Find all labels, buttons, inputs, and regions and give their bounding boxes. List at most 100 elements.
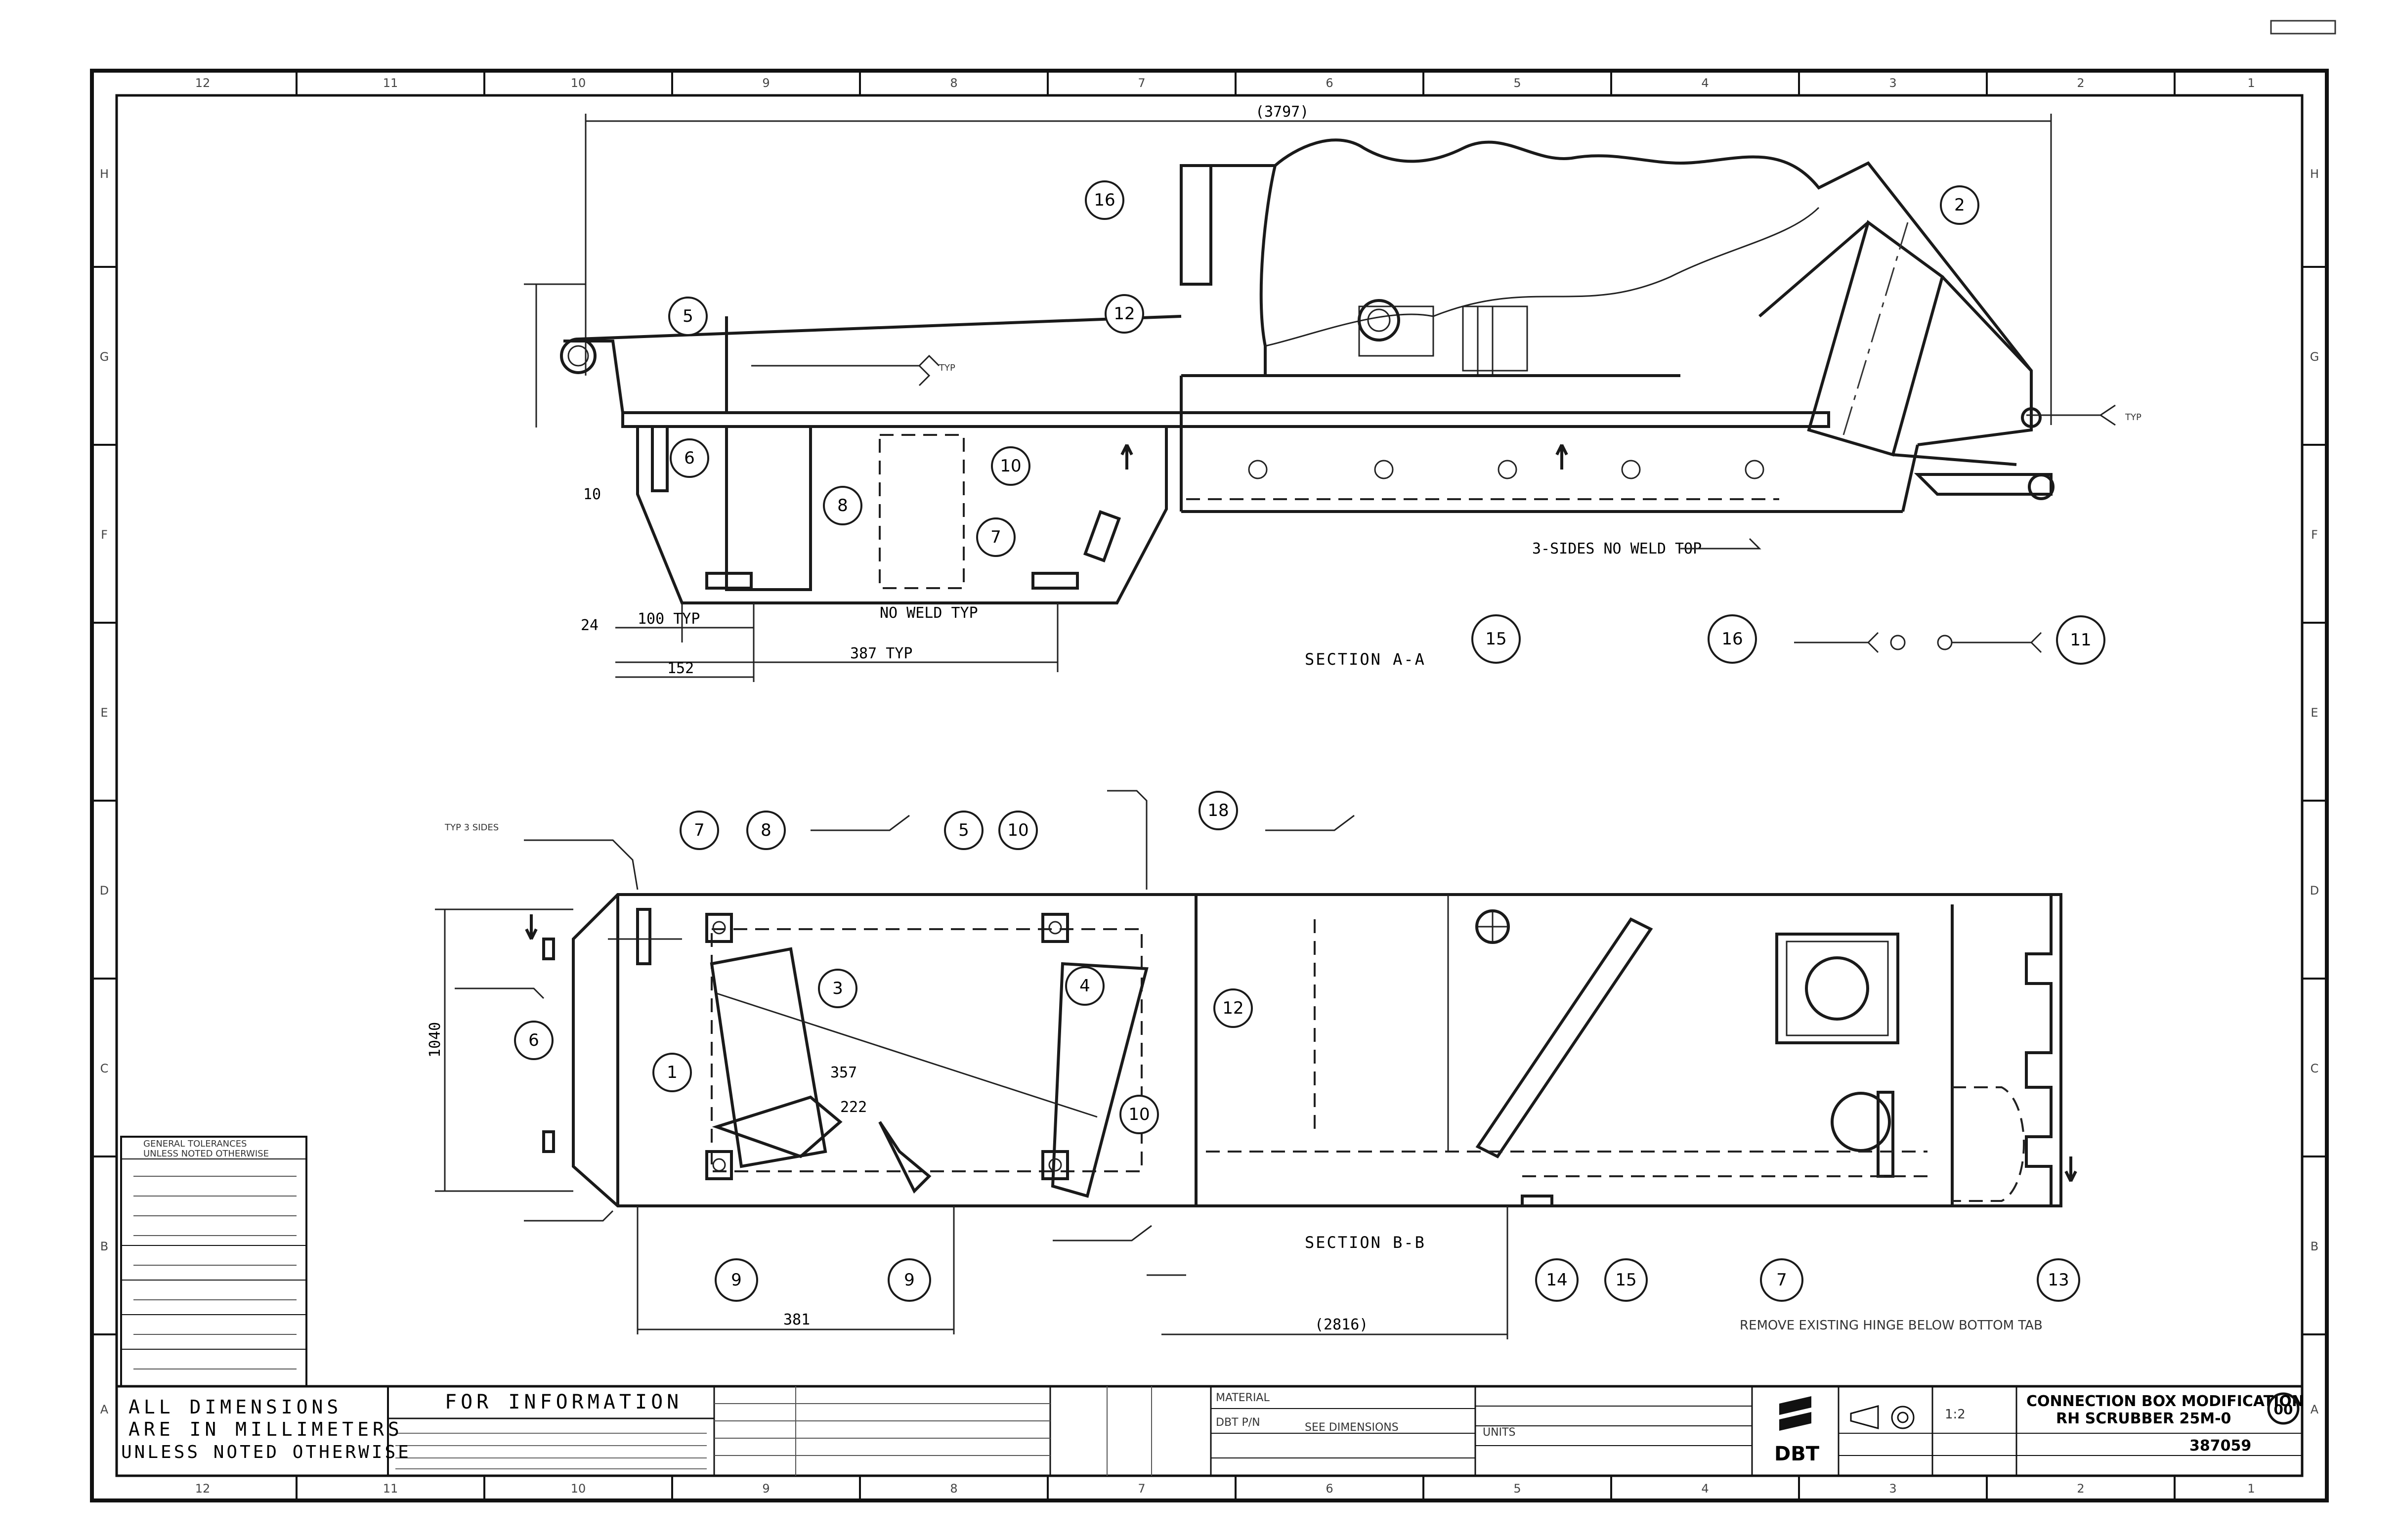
- zone-label: 6: [1326, 1482, 1333, 1496]
- zone-label: G: [2310, 350, 2319, 364]
- tolerance-table: GENERAL TOLERANCES UNLESS NOTED OTHERWIS…: [120, 1136, 307, 1387]
- balloon-label: 7: [694, 820, 705, 840]
- dim-100: 100 TYP: [638, 610, 700, 628]
- zone-label: 9: [762, 1482, 770, 1496]
- dim-222: 222: [840, 1099, 867, 1116]
- all-dims-line2: ARE IN MILLIMETERS: [128, 1418, 403, 1440]
- dim-381: 381: [783, 1311, 810, 1328]
- dim-10: 10: [583, 486, 601, 503]
- zone-label: 11: [383, 76, 398, 90]
- zone-label: B: [100, 1240, 108, 1253]
- zone-label: 3: [1889, 76, 1896, 90]
- corner-tag: [2270, 20, 2336, 35]
- zone-label: H: [2310, 167, 2319, 181]
- inner-border: [115, 94, 2304, 1477]
- balloon-label: 18: [1207, 801, 1229, 820]
- dims-label: SEE DIMENSIONS: [1305, 1421, 1399, 1434]
- revision: 00: [2274, 1402, 2293, 1418]
- balloon-label: 1: [667, 1063, 678, 1082]
- zone-label: E: [2311, 706, 2318, 720]
- zone-labels-bottom: 12 11 10 9 8 7 6 5 4 3 2 1: [195, 1482, 2255, 1496]
- balloon-label: 16: [1094, 190, 1115, 210]
- tolerance-subtitle: UNLESS NOTED OTHERWISE: [143, 1149, 269, 1159]
- balloon-group-bottom: 7 8 5 10 18 6 3 4 12 1 10 9 9 14 15 7 13: [514, 791, 2080, 1302]
- dbt-pn-label: DBT P/N: [1216, 1416, 1260, 1429]
- balloon-label: 2: [1954, 195, 1965, 215]
- zone-label: 6: [1326, 76, 1333, 90]
- zone-label: 5: [1513, 76, 1521, 90]
- dim-357: 357: [830, 1064, 857, 1081]
- zone-label: 8: [950, 76, 957, 90]
- zone-label: 4: [1701, 76, 1709, 90]
- drawing-title-line2: RH SCRUBBER 25M-0: [2056, 1410, 2231, 1427]
- section-bb-title: SECTION B-B: [1305, 1233, 1426, 1252]
- dim-387: 387 TYP: [850, 645, 912, 662]
- typ-note: TYP: [939, 363, 955, 373]
- zone-label: 1: [2247, 76, 2255, 90]
- zone-label: 4: [1701, 1482, 1709, 1496]
- dim-1040: 1040: [427, 1022, 444, 1058]
- zone-ticks: [92, 71, 2327, 1500]
- balloon-label: 7: [1776, 1270, 1787, 1290]
- zone-label: C: [100, 1062, 109, 1075]
- zone-label: 11: [383, 1482, 398, 1496]
- company-name: DBT: [1774, 1443, 1820, 1465]
- zone-label: D: [100, 884, 109, 898]
- zone-label: 2: [2077, 1482, 2084, 1496]
- title-block: ALL DIMENSIONS ARE IN MILLIMETERS UNLESS…: [115, 1385, 2304, 1477]
- typ-note: TYP: [2125, 412, 2141, 423]
- balloon-label: 5: [958, 820, 969, 840]
- zone-label: 2: [2077, 76, 2084, 90]
- zone-label: A: [2311, 1403, 2319, 1416]
- balloon-label: 11: [2070, 630, 2091, 650]
- zone-label: 12: [195, 76, 211, 90]
- balloon-label: 10: [1128, 1105, 1150, 1124]
- balloon-label: 12: [1222, 998, 1243, 1018]
- zone-label: 10: [571, 1482, 586, 1496]
- all-dims-line1: ALL DIMENSIONS: [128, 1396, 342, 1418]
- balloon-label: 8: [761, 820, 771, 840]
- balloon-label: 12: [1113, 304, 1135, 324]
- balloon-label: 7: [990, 527, 1001, 547]
- balloon-label: 5: [683, 306, 693, 326]
- dim-152: 152: [667, 660, 694, 677]
- balloon-label: 13: [2048, 1270, 2069, 1290]
- zone-label: 12: [195, 1482, 211, 1496]
- note-three-sides: TYP 3 SIDES: [444, 822, 499, 833]
- for-information: FOR INFORMATION: [445, 1391, 683, 1413]
- balloon-label: 15: [1485, 629, 1506, 649]
- zone-label: 7: [1138, 76, 1145, 90]
- outer-border: [90, 69, 2329, 1502]
- drawing-number: 387059: [2189, 1437, 2251, 1454]
- zone-label: 5: [1513, 1482, 1521, 1496]
- zone-labels-side: H G F E D C B A H G F E D C B A: [100, 167, 2319, 1416]
- balloon-group-top: 16 5 12 2 6 8 10 7 15 16 11: [668, 180, 2105, 665]
- balloon-label: 9: [731, 1270, 742, 1290]
- balloon-label: 15: [1615, 1270, 1636, 1290]
- tolerance-title: GENERAL TOLERANCES: [143, 1139, 247, 1149]
- balloon-label: 14: [1546, 1270, 1567, 1290]
- section-bb-view: 1040 381 (2816) 357 222 TYP 3 SIDES 7 8 …: [427, 790, 2080, 1339]
- note-no-weld: NO WELD TYP: [880, 604, 978, 622]
- zone-label: G: [100, 350, 109, 364]
- material-label: MATERIAL: [1216, 1392, 1270, 1404]
- dim-2816: (2816): [1315, 1316, 1368, 1333]
- zone-label: A: [100, 1403, 109, 1416]
- balloon-label: 6: [684, 448, 695, 468]
- scale-value: 1:2: [1945, 1407, 1966, 1422]
- balloon-label: 10: [1000, 456, 1021, 476]
- company-logo: DBT: [1774, 1396, 1820, 1465]
- zone-labels-top: 12 11 10 9 8 7 6 5 4 3 2 1: [195, 76, 2255, 90]
- note-remove: REMOVE EXISTING HINGE BELOW BOTTOM TAB: [1740, 1318, 2043, 1333]
- drawing-title-line1: CONNECTION BOX MODIFICATION: [2026, 1393, 2304, 1410]
- balloon-label: 9: [904, 1270, 915, 1290]
- note-no-weld-top: 3-SIDES NO WELD TOP: [1532, 540, 1702, 557]
- zone-label: D: [2310, 884, 2319, 898]
- balloon-label: 4: [1079, 976, 1090, 996]
- all-dims-line3: UNLESS NOTED OTHERWISE: [121, 1442, 411, 1462]
- zone-label: F: [101, 528, 108, 542]
- zone-label: 1: [2247, 1482, 2255, 1496]
- zone-label: C: [2311, 1062, 2319, 1075]
- section-aa-view: (3797): [524, 103, 2141, 682]
